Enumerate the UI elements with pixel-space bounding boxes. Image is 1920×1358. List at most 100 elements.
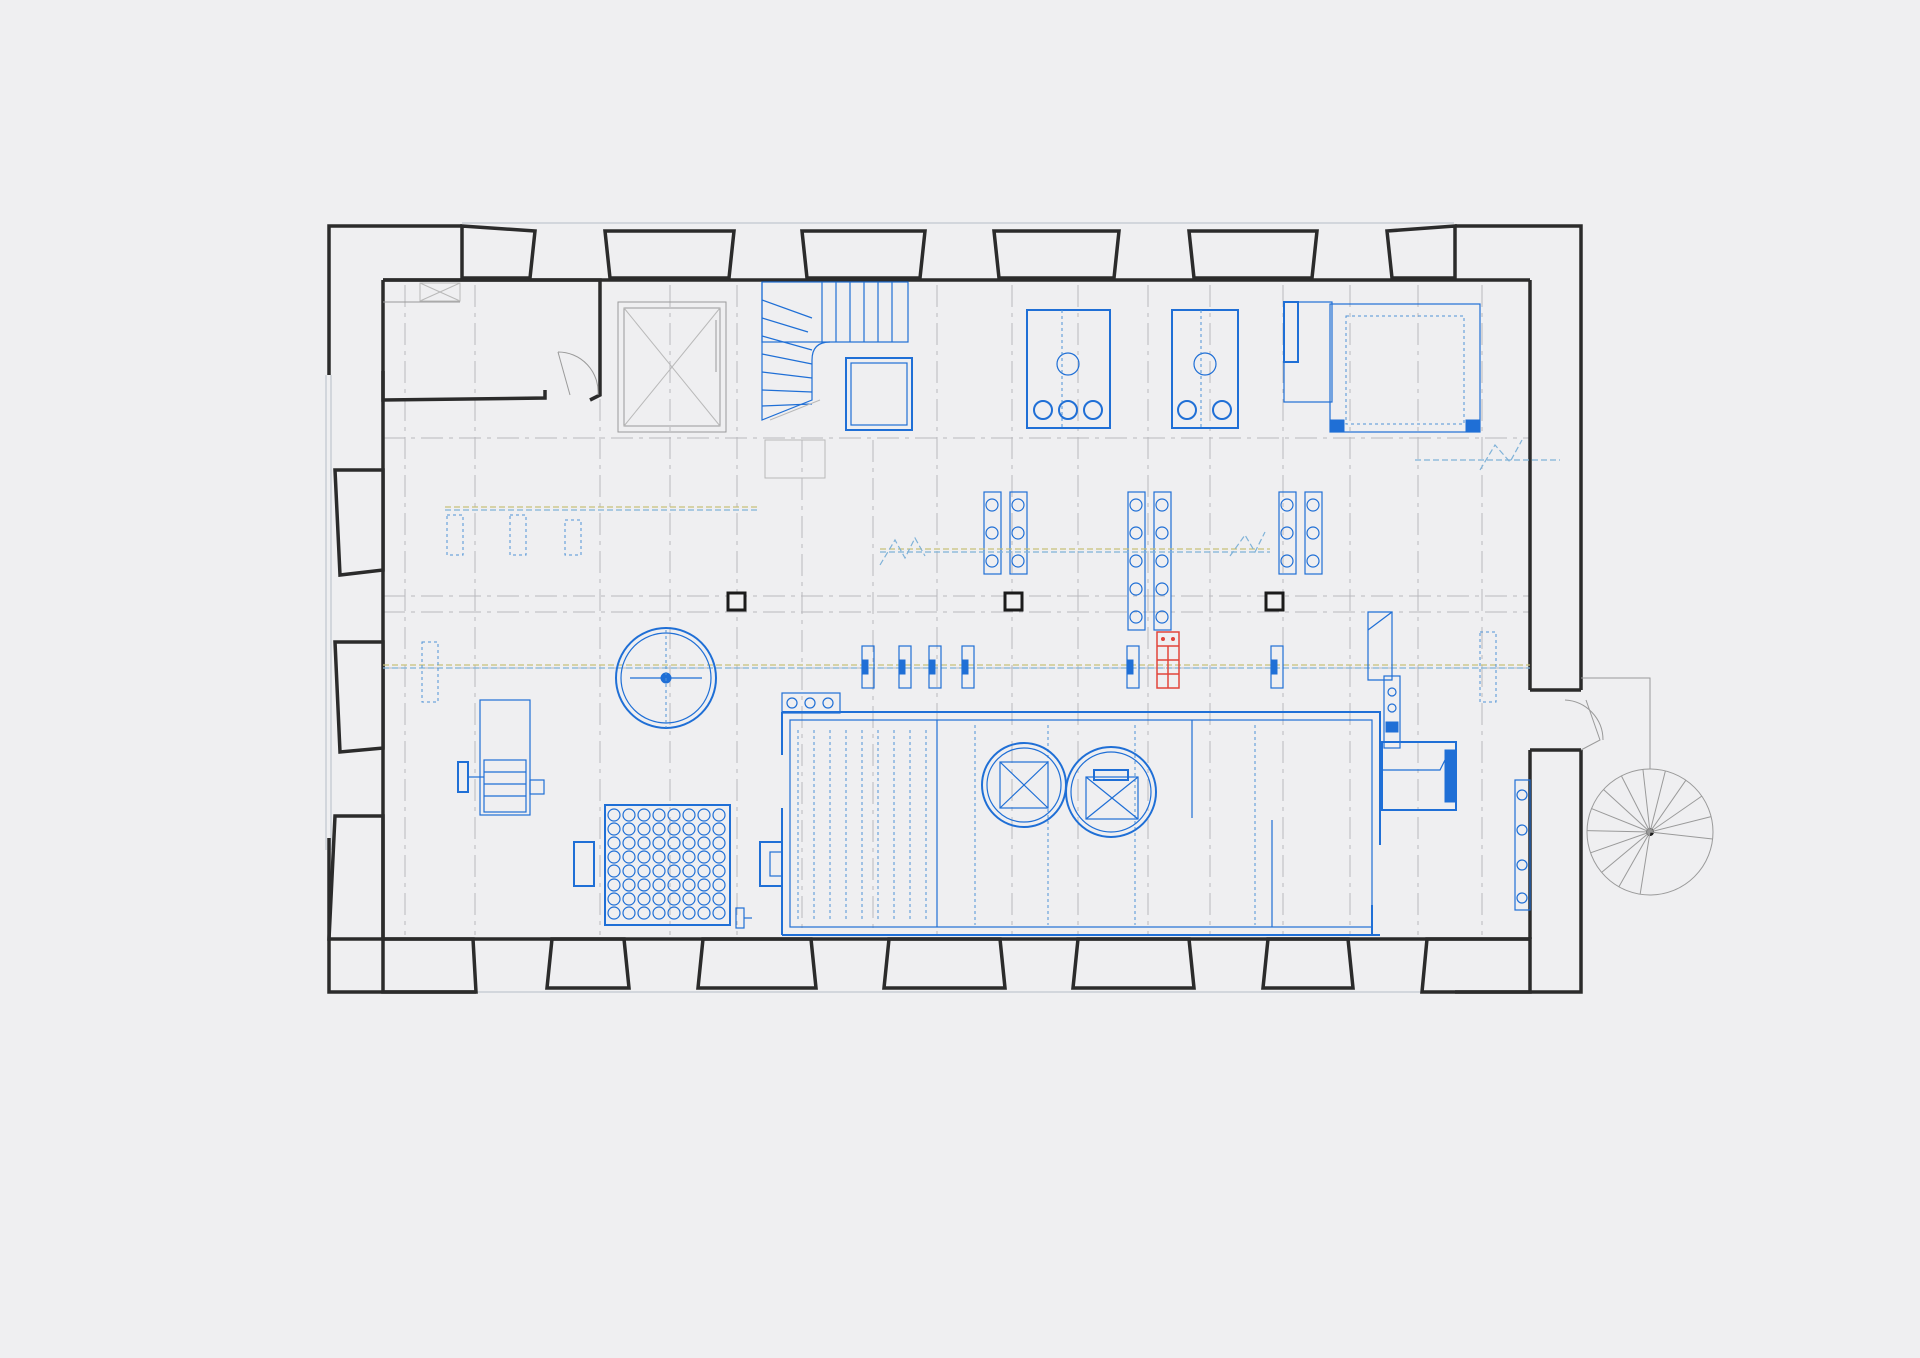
- equipment-unit: [845, 357, 913, 431]
- bottle-slot: [697, 878, 711, 892]
- whirlpool-tank: [1065, 746, 1157, 838]
- stair-tread: [1620, 775, 1651, 833]
- bottle-slot: [712, 850, 726, 864]
- bottle-slot: [697, 906, 711, 920]
- bottle-slot: [712, 808, 726, 822]
- bottle-slot: [637, 836, 651, 850]
- fermenter-module: [1126, 645, 1140, 689]
- column-icon: [1264, 591, 1285, 612]
- bottle-slot: [712, 822, 726, 836]
- stair-tread: [1649, 831, 1713, 840]
- bottle-slot: [652, 878, 666, 892]
- bottle-slot: [637, 906, 651, 920]
- stair-tread: [1601, 831, 1651, 873]
- bottle-slot: [607, 822, 621, 836]
- window-glazing: [325, 222, 1454, 993]
- bottle-slot: [607, 864, 621, 878]
- stair-tread: [1603, 789, 1651, 833]
- bottle-slot: [607, 892, 621, 906]
- service-room: [381, 278, 602, 402]
- bottle-slot: [697, 808, 711, 822]
- bottle-slot: [607, 906, 621, 920]
- bottle-slot: [622, 864, 636, 878]
- stair-tread: [1649, 816, 1712, 833]
- bottle-slot: [652, 892, 666, 906]
- stair-tread: [1618, 831, 1651, 888]
- bottle-slot: [652, 822, 666, 836]
- bottle-slot: [667, 864, 681, 878]
- window-piers-left: [327, 468, 385, 941]
- stair-tread: [1649, 795, 1703, 833]
- stair-tread: [1587, 830, 1651, 833]
- bottle-slot: [652, 906, 666, 920]
- elevator-icon: [617, 301, 727, 433]
- bottle-slot: [667, 906, 681, 920]
- bottle-slot: [697, 822, 711, 836]
- bottle-rack: [1127, 491, 1172, 631]
- bottle-slot: [667, 822, 681, 836]
- window-piers-top: [383, 224, 1530, 282]
- bottle-slot: [682, 878, 696, 892]
- fermentation-tank-stand: [1171, 309, 1239, 429]
- bottle-slot: [697, 892, 711, 906]
- bottle-slot: [697, 850, 711, 864]
- wall-mounted-rack: [1514, 779, 1531, 911]
- bottle-slot: [637, 878, 651, 892]
- bottle-slot: [622, 878, 636, 892]
- column-icon: [726, 591, 747, 612]
- pump-unit: [759, 841, 783, 887]
- bottle-slot: [712, 864, 726, 878]
- bottle-slot: [712, 892, 726, 906]
- bottle-slot: [637, 822, 651, 836]
- structural-grid: [383, 285, 1530, 935]
- fermenter-module: [1270, 645, 1284, 689]
- fermenter-module: [928, 645, 942, 689]
- bottle-slot: [607, 808, 621, 822]
- bottle-rack: [1278, 491, 1323, 575]
- fermenter-module: [961, 645, 975, 689]
- exterior-walls: [327, 224, 1583, 994]
- bottle-slot: [607, 850, 621, 864]
- bottle-slot: [712, 906, 726, 920]
- brew-kettle: [981, 742, 1067, 828]
- bottle-slot: [667, 892, 681, 906]
- bottle-slot: [682, 864, 696, 878]
- control-cabinet: [1367, 611, 1401, 749]
- bottle-slot: [682, 892, 696, 906]
- chiller-unit: [1381, 741, 1457, 811]
- bottle-slot: [712, 878, 726, 892]
- bottle-slot: [682, 822, 696, 836]
- highlighted-unit: [1156, 631, 1180, 689]
- door-swing-icon: [557, 351, 599, 396]
- bottle-slot: [637, 864, 651, 878]
- fermenter-module: [861, 645, 875, 689]
- bottle-slot: [652, 864, 666, 878]
- bottle-rack: [983, 491, 1028, 575]
- bottle-slot: [622, 808, 636, 822]
- piping: [383, 439, 1560, 703]
- bottle-slot: [667, 808, 681, 822]
- bottle-slot: [682, 850, 696, 864]
- stair-tread: [1649, 770, 1666, 833]
- bottle-slot: [667, 836, 681, 850]
- bottle-slot: [682, 836, 696, 850]
- stair-tread: [1642, 769, 1651, 833]
- bottle-slot: [652, 836, 666, 850]
- bottle-slot: [622, 836, 636, 850]
- bottle-slot: [652, 850, 666, 864]
- storage-unit: [1283, 301, 1481, 433]
- bottle-slot: [622, 822, 636, 836]
- bottle-slot: [622, 850, 636, 864]
- bottling-grid: [573, 804, 752, 929]
- stair-tread: [1649, 779, 1687, 833]
- bottle-slot: [697, 864, 711, 878]
- bottle-slot: [682, 906, 696, 920]
- staircase-icon: [761, 281, 909, 479]
- stair-tread: [1590, 831, 1651, 854]
- bottle-slot: [667, 850, 681, 864]
- bottle-slot: [697, 836, 711, 850]
- bottle-slot: [622, 906, 636, 920]
- stair-tread: [1639, 831, 1651, 895]
- fermentation-tank-stand: [1026, 309, 1111, 429]
